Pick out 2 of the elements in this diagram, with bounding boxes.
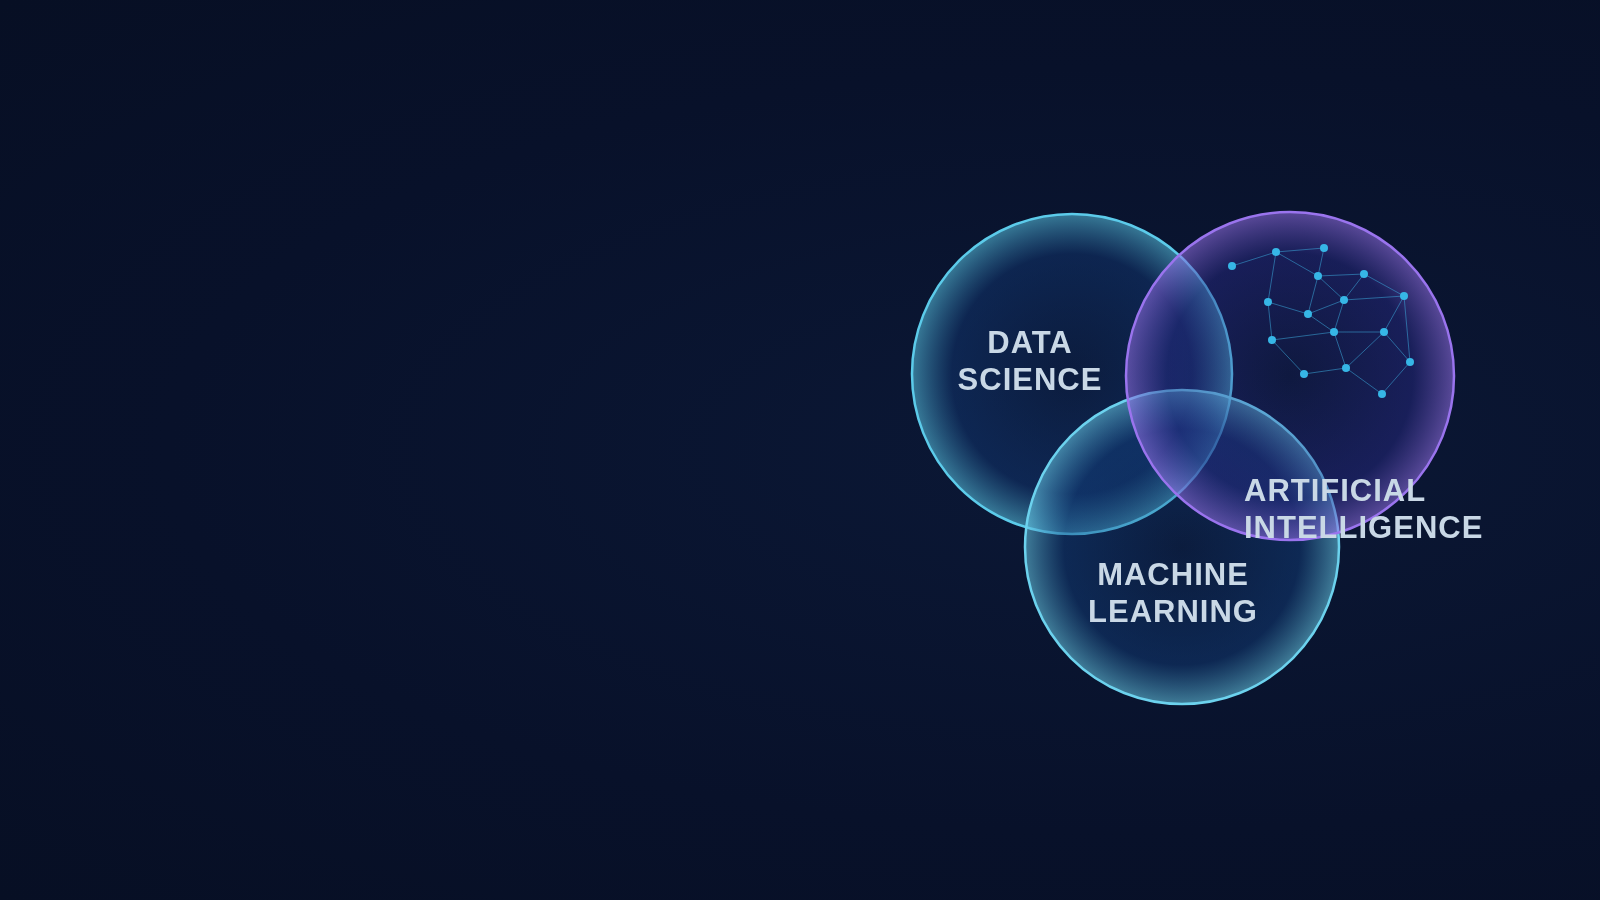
- circle-label: MACHINE LEARNING: [1087, 556, 1259, 630]
- circle-label: DATA SCIENCE: [956, 324, 1104, 398]
